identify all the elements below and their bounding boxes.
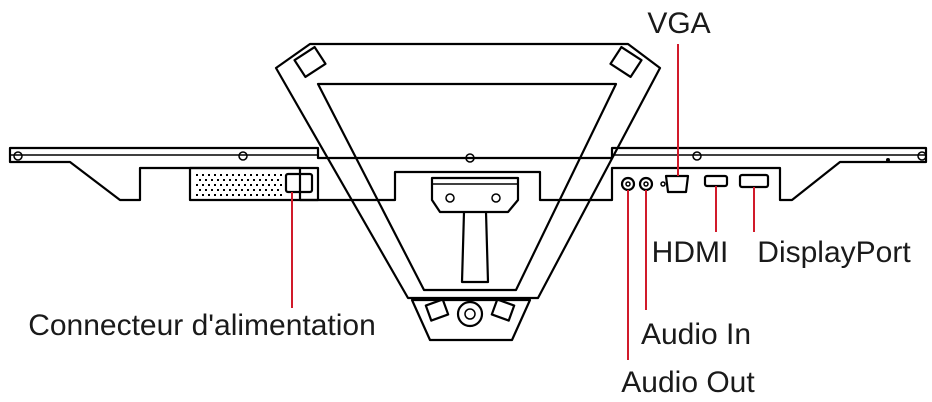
ports <box>620 173 770 194</box>
vent-block <box>188 166 320 202</box>
vent-dot <box>274 174 276 176</box>
vent-dot <box>223 179 225 181</box>
vent-dot <box>226 194 228 196</box>
vent-dot <box>232 174 234 176</box>
vent-dot <box>256 174 258 176</box>
vent-dot <box>268 174 270 176</box>
displayport-port <box>738 173 770 189</box>
label-power: Connecteur d'alimentation <box>28 309 376 342</box>
vent-dot <box>244 184 246 186</box>
vent-dot <box>235 189 237 191</box>
vent-dot <box>265 179 267 181</box>
vent-dot <box>208 184 210 186</box>
vent-dot <box>199 179 201 181</box>
vent-dot <box>205 179 207 181</box>
vent-dot <box>238 184 240 186</box>
vent-dot <box>211 189 213 191</box>
vent-dot <box>214 184 216 186</box>
label-audio-out: Audio Out <box>621 366 755 399</box>
vent-dot <box>199 189 201 191</box>
vent-dot <box>229 189 231 191</box>
vent-dot <box>244 174 246 176</box>
vent-dot <box>214 174 216 176</box>
vent-dot <box>232 194 234 196</box>
vent-dot <box>223 189 225 191</box>
vent-dot <box>247 189 249 191</box>
vent-dot <box>250 184 252 186</box>
vent-dot <box>217 189 219 191</box>
vent-dot <box>262 184 264 186</box>
vent-dot <box>274 194 276 196</box>
vent-dot <box>244 194 246 196</box>
audio-out-port <box>620 176 636 192</box>
vent-dot <box>259 179 261 181</box>
audio-in-port <box>638 176 654 192</box>
label-vga: VGA <box>647 7 710 40</box>
vent-dot <box>247 179 249 181</box>
monitor-body <box>8 146 928 202</box>
vent-dot <box>277 189 279 191</box>
vent-dot <box>202 194 204 196</box>
vent-dot <box>250 174 252 176</box>
vent-dot <box>229 179 231 181</box>
vent-dot <box>208 194 210 196</box>
vent-dot <box>241 179 243 181</box>
vent-dot <box>202 184 204 186</box>
vent-dot <box>235 179 237 181</box>
vent-dot <box>241 189 243 191</box>
label-hdmi: HDMI <box>652 236 729 269</box>
vent-dot <box>196 174 198 176</box>
vent-dot <box>262 194 264 196</box>
vent-dot <box>274 184 276 186</box>
vent-dot <box>202 174 204 176</box>
vent-dot <box>250 194 252 196</box>
vent-dot <box>238 174 240 176</box>
vent-dot <box>226 184 228 186</box>
label-audio-in: Audio In <box>641 318 751 351</box>
vent-dot <box>238 194 240 196</box>
vent-dot <box>253 179 255 181</box>
power-connector <box>284 172 314 194</box>
vent-dot <box>217 179 219 181</box>
vent-dot <box>232 184 234 186</box>
vent-dot <box>196 184 198 186</box>
vga-port <box>664 174 690 194</box>
hdmi-port <box>703 174 729 188</box>
vent-dot <box>196 194 198 196</box>
vent-dot <box>256 194 258 196</box>
vent-dot <box>226 174 228 176</box>
vent-dot <box>220 194 222 196</box>
vent-dot <box>277 179 279 181</box>
vent-dot <box>265 189 267 191</box>
vent-dot <box>214 194 216 196</box>
vent-dot <box>211 179 213 181</box>
vent-dot <box>271 179 273 181</box>
vent-dot <box>268 194 270 196</box>
vent-dot <box>268 184 270 186</box>
vent-dot <box>220 184 222 186</box>
vent-dot <box>259 189 261 191</box>
stand <box>274 42 662 342</box>
vent-dot <box>208 174 210 176</box>
vent-dot <box>253 189 255 191</box>
vent-dot <box>256 184 258 186</box>
vent-dot <box>205 189 207 191</box>
vent-dot <box>262 174 264 176</box>
vent-dot <box>220 174 222 176</box>
vent-dot <box>280 194 282 196</box>
leader-lines <box>291 44 755 360</box>
vent-dot <box>271 189 273 191</box>
vent-dot <box>280 184 282 186</box>
vent-dot <box>280 174 282 176</box>
label-displayport: DisplayPort <box>757 236 911 269</box>
